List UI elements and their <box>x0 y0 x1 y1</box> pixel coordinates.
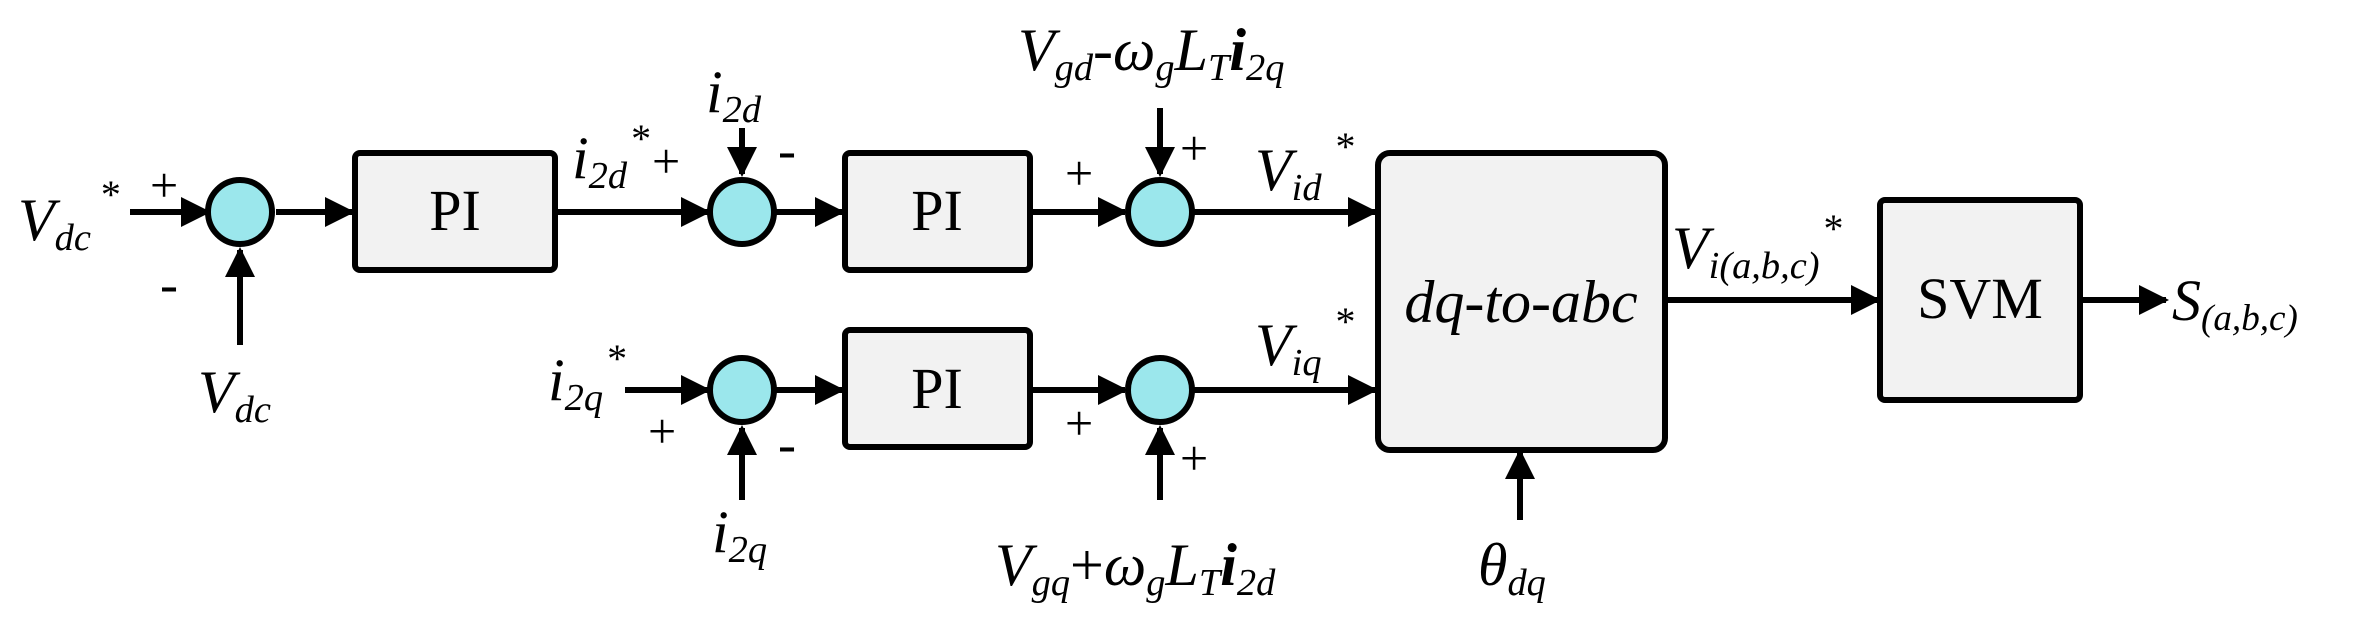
summing-junctions <box>205 177 1195 425</box>
i2d-measured-label: i2d <box>706 59 762 131</box>
sum1-minus-sign: - <box>160 254 178 314</box>
vdc-reference-label: Vdc* <box>18 172 121 259</box>
pi-block-iq <box>842 327 1033 450</box>
sum-junction-i2d <box>707 177 777 247</box>
theta-dq-label: θdq <box>1478 532 1546 604</box>
sign-markers: + - + - + + + - + + <box>150 120 1208 486</box>
pi-block-vdc-label: PI <box>429 178 481 243</box>
sum-junction-viq <box>1125 355 1195 425</box>
wires <box>130 108 2169 520</box>
feedforward-d-label: Vgd-ωgLTi2q <box>1018 17 1284 89</box>
vi-abc-reference-label: Vi(a,b,c)* <box>1672 206 1844 287</box>
i2q-measured-label: i2q <box>712 499 767 571</box>
feedforward-q-label: Vgq+ωgLTi2d <box>995 532 1276 604</box>
sum2-minus-sign: - <box>778 120 796 180</box>
sum-junction-i2q <box>707 355 777 425</box>
sum4-plus-sign: + <box>648 403 676 459</box>
sum3-plus-left-sign: + <box>1065 145 1093 201</box>
pi-block-id-label: PI <box>911 178 963 243</box>
vdc-measured-label: Vdc <box>198 359 271 431</box>
sum2-plus-sign: + <box>652 133 680 189</box>
sum5-plus-left-sign: + <box>1065 395 1093 451</box>
pi-block-id <box>842 150 1033 273</box>
sum-junction-vid <box>1125 177 1195 247</box>
svm-label: SVM <box>1917 266 2043 331</box>
dq-to-abc-label: dq-to-abc <box>1404 269 1637 335</box>
dq-to-abc-block <box>1375 150 1668 453</box>
blocks: PI PI PI dq-to-abc SVM <box>352 150 2083 453</box>
sum-junction-vdc <box>205 177 275 247</box>
sum1-plus-sign: + <box>150 157 178 213</box>
pi-block-iq-label: PI <box>911 356 963 421</box>
svm-block <box>1877 197 2083 403</box>
pi-block-vdc <box>352 150 558 273</box>
sum3-plus-top-sign: + <box>1180 120 1208 176</box>
i2d-reference-label: i2d* <box>572 116 651 197</box>
i2q-reference-label: i2q* <box>548 336 627 419</box>
viq-reference-label: Viq* <box>1255 299 1356 384</box>
vid-reference-label: Vid* <box>1255 124 1356 209</box>
sum5-plus-bottom-sign: + <box>1180 430 1208 486</box>
s-abc-output-label: S(a,b,c) <box>2172 268 2298 339</box>
sum4-minus-sign: - <box>778 414 796 474</box>
